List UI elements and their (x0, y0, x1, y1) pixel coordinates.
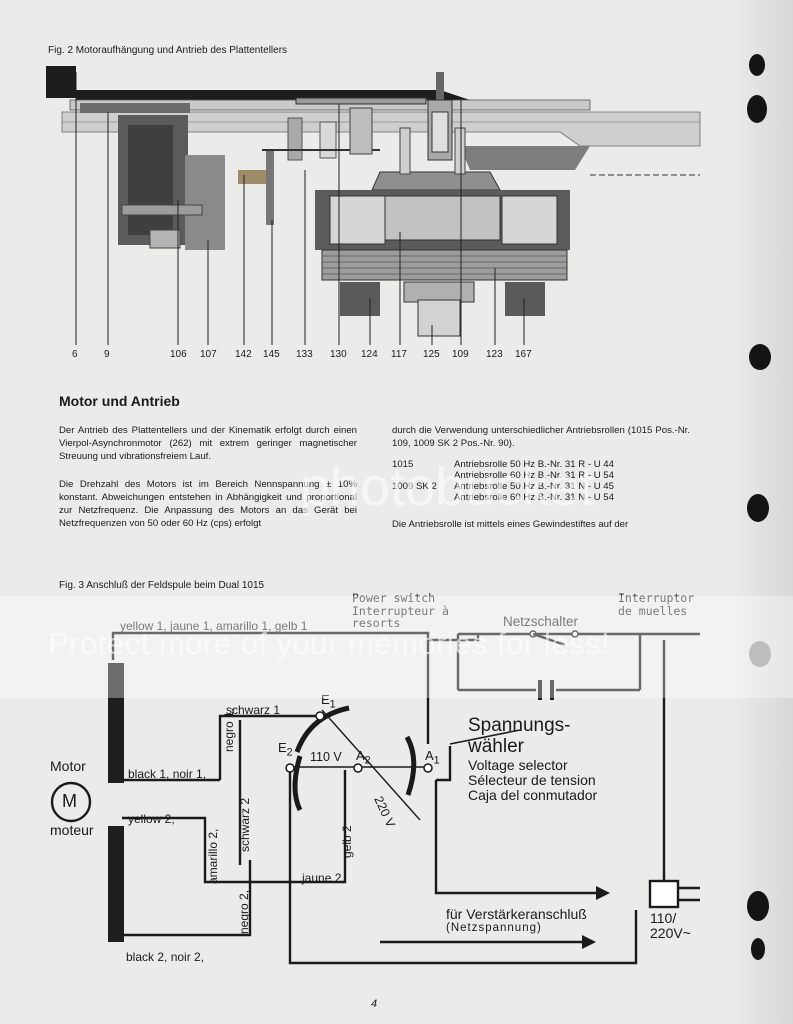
paragraph-4: Die Antriebsrolle ist mittels eines Gewi… (392, 519, 629, 530)
wire-label-yellow1: yellow 1, jaune 1, amarillo 1, gelb 1 (120, 619, 308, 633)
wire-label-black2: black 2, noir 2, (126, 950, 205, 964)
watermark-band (0, 596, 793, 698)
paragraph-3: durch die Verwendung unterschiedlicher A… (392, 425, 690, 449)
callout-125: 125 (423, 349, 440, 360)
callout-6: 6 (72, 349, 78, 360)
moteur-label: moteur (50, 822, 94, 838)
terminal-e1: E1 (321, 692, 336, 711)
callout-9: 9 (104, 349, 110, 360)
fig3-caption: Fig. 3 Anschluß der Feldspule beim Dual … (59, 580, 265, 591)
watermark-text: Protect more of your memories for less! (48, 626, 611, 661)
wire-label-schwarz1: schwarz 1 (226, 703, 281, 717)
binder-hole (747, 95, 767, 123)
motor-symbol: M (62, 791, 77, 811)
callout-123: 123 (486, 349, 503, 360)
fig2-caption: Fig. 2 Motoraufhängung und Antrieb des P… (48, 45, 288, 56)
wire-label-amarillo2: amarillo 2, (206, 828, 220, 884)
wire-label-gelb2: gelb 2 (340, 825, 354, 858)
motor-label: Motor (50, 758, 86, 774)
selector-title: Spannungs- wähler (468, 715, 571, 757)
binder-hole (747, 494, 769, 522)
wire-label-negro2: negro 2, (237, 889, 251, 934)
binder-hole (749, 641, 771, 667)
callout-117: 117 (391, 349, 407, 360)
paragraph-2: Die Drehzahl des Motors ist im Bereich N… (59, 479, 357, 529)
wire-label-black1: black 1, noir 1, (128, 767, 207, 781)
callout-124: 124 (361, 349, 378, 360)
terminal-a2: A2 (356, 748, 371, 767)
binder-hole (747, 891, 769, 921)
watermark-logo: photobucket (300, 457, 595, 517)
callout-109: 109 (452, 349, 469, 360)
binder-hole (749, 344, 771, 370)
callout-130: 130 (330, 349, 347, 360)
interruptor-label: Interruptor de muelles (618, 591, 695, 618)
page-number: 4 (371, 998, 378, 1010)
callout-167: 167 (515, 349, 532, 360)
callout-106: 106 (170, 349, 187, 360)
terminal-e2: E2 (278, 740, 293, 759)
netzschalter-label: Netzschalter (503, 614, 579, 629)
selector-translations: Voltage selector Sélecteur de tension Ca… (468, 757, 598, 803)
callout-142: 142 (235, 349, 252, 360)
wire-label-jaune2: jaune 2, (302, 871, 345, 885)
callout-133: 133 (296, 349, 313, 360)
terminal-a1: A1 (425, 748, 440, 767)
table-row: Antriebsrolle 60 Hz B.-Nr. 31 R - U 54 (454, 470, 614, 481)
section-heading: Motor und Antrieb (59, 393, 180, 409)
callout-107: 107 (200, 349, 217, 360)
wire-label-schwarz2: schwarz 2 (238, 797, 252, 852)
binder-hole (751, 938, 765, 960)
fig2-motor-drawing (46, 66, 701, 345)
table-row: Antriebsrolle 60 Hz B.-Nr. 31 N - U 54 (454, 492, 614, 503)
callout-145: 145 (263, 349, 280, 360)
mains-label: 110/ 220V~ (650, 910, 691, 941)
amp-label: für Verstärkeranschluß (446, 906, 587, 922)
label-110v: 110 V (310, 750, 342, 764)
power-switch-label: Power switch Interrupteur à resorts (352, 591, 449, 630)
binder-hole (749, 54, 765, 76)
amp-sublabel: (Netzspannung) (446, 922, 542, 934)
paragraph-1: Der Antrieb des Plattentellers und der K… (59, 425, 357, 462)
wire-label-yellow2: yellow 2, (128, 812, 175, 826)
wire-label-negro1: negro 1, (222, 707, 236, 752)
